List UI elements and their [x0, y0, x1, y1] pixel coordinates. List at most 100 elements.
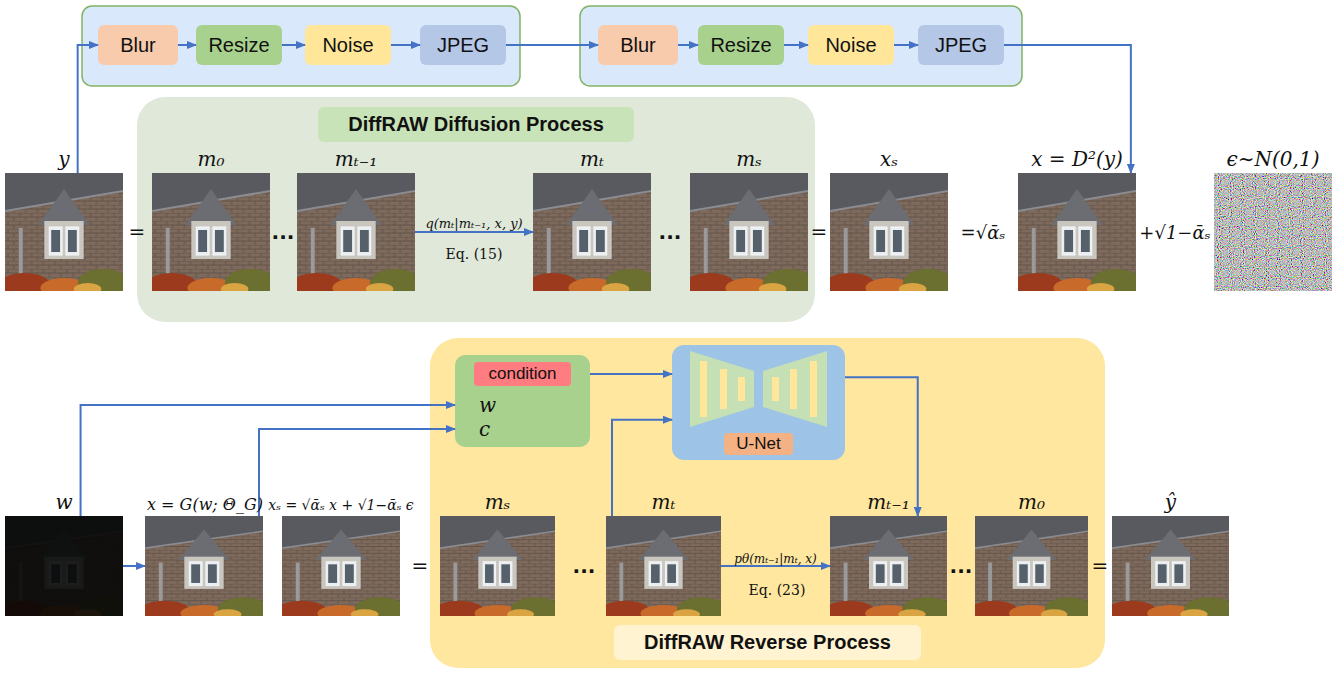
- free-label: =: [1092, 554, 1109, 578]
- degradation-group: [82, 6, 520, 86]
- degradation-group: [580, 6, 1022, 86]
- process-box: Resize: [698, 25, 784, 65]
- free-label-wrap: ...: [573, 554, 596, 578]
- image-tile: x = G(w; Θ_G): [145, 516, 263, 616]
- photo-image: [5, 516, 123, 616]
- image-label-wrap: y: [0, 148, 193, 173]
- condition-tag: condition: [474, 362, 570, 386]
- image-tile: y: [5, 173, 123, 291]
- layer-bar: [772, 377, 779, 401]
- photo-image: [606, 516, 721, 616]
- free-label-wrap: Eq. (15): [446, 244, 503, 263]
- image-label-wrap: ϵ∼N(0,1): [1144, 148, 1337, 173]
- image-label: y: [58, 147, 69, 171]
- free-label: =: [811, 220, 828, 244]
- layer-bar: [790, 369, 797, 409]
- box-label: Noise: [825, 34, 876, 57]
- image-tile: ϵ∼N(0,1): [1214, 173, 1332, 291]
- box-label: JPEG: [437, 34, 489, 57]
- photo-content: [830, 516, 947, 616]
- box-label: Blur: [620, 34, 656, 57]
- connector-arrow: [721, 565, 830, 567]
- photo-image: [830, 516, 947, 616]
- image-label-wrap: mₜ₋₁: [760, 491, 1017, 516]
- image-label-wrap: x = D²(y): [948, 148, 1206, 173]
- box-label: Resize: [710, 34, 771, 57]
- process-panel: DiffRAW Reverse Process conditionwcU-Net m…: [430, 338, 1105, 668]
- free-label-wrap: =√ᾱₛ: [961, 222, 1006, 243]
- photo-image: [1112, 516, 1229, 616]
- free-label-wrap: =: [412, 554, 429, 578]
- image-label: m₀: [1018, 490, 1045, 514]
- dark-overlay: [5, 516, 123, 616]
- free-label-wrap: =: [1092, 554, 1109, 578]
- noise-image: [1214, 173, 1332, 291]
- image-label: m₀: [198, 147, 225, 171]
- photo-content: [975, 516, 1088, 616]
- photo-content: [145, 516, 263, 616]
- unet-tag: U-Net: [724, 433, 792, 455]
- edge-label: q(mₜ|mₜ₋₁, x, y): [425, 216, 522, 231]
- image-tile: mₛ: [440, 516, 555, 616]
- photo-content: [1214, 173, 1332, 291]
- edge-label-wrap: pθ(mₜ₋₁|mₜ, x): [734, 548, 817, 567]
- photo-image: [690, 173, 808, 291]
- condition-input: c: [479, 417, 490, 441]
- connector-arrow: [678, 44, 698, 46]
- layer-bar: [720, 369, 727, 409]
- image-label: xₛ: [880, 147, 898, 171]
- condition-text-wrap: c: [479, 417, 590, 441]
- image-label: x = D²(y): [1031, 147, 1123, 171]
- connector-arrow: [178, 44, 196, 46]
- edge-label: pθ(mₜ₋₁|mₜ, x): [734, 552, 817, 566]
- photo-content: [152, 173, 270, 291]
- free-label: =: [412, 554, 429, 578]
- free-label-wrap: ...: [272, 220, 295, 244]
- image-label-wrap: xₛ: [760, 148, 1018, 173]
- image-tile: m₀: [975, 516, 1088, 616]
- free-label-wrap: Eq. (23): [749, 580, 806, 599]
- image-label: w: [55, 490, 72, 514]
- image-tile: mₜ: [533, 173, 651, 291]
- photo-image: [145, 516, 263, 616]
- connector-arrow: [845, 377, 918, 516]
- box-label: Noise: [322, 34, 373, 57]
- photo-content: [1018, 173, 1136, 291]
- free-label: ...: [272, 220, 295, 244]
- image-tile: w: [5, 516, 123, 616]
- photo-image: [5, 173, 123, 291]
- condition-box: conditionwc: [455, 355, 590, 447]
- photo-image: [440, 516, 555, 616]
- layer-bar: [810, 361, 817, 417]
- free-label-wrap: =: [811, 220, 828, 244]
- image-label: mₜ₋₁: [335, 147, 377, 171]
- box-label: JPEG: [935, 34, 987, 57]
- image-tile: mₜ₋₁: [830, 516, 947, 616]
- image-label-wrap: ŷ: [1042, 491, 1299, 516]
- connector-arrow: [415, 231, 533, 233]
- photo-content: [5, 173, 123, 291]
- photo-content: [297, 173, 415, 291]
- image-tile: m₀: [152, 173, 270, 291]
- box-label: Blur: [120, 34, 156, 57]
- panel-title: DiffRAW Reverse Process: [614, 625, 921, 660]
- free-label: Eq. (15): [446, 246, 503, 262]
- free-label-wrap: =: [129, 220, 146, 244]
- condition-text-wrap: condition: [455, 362, 590, 386]
- process-panel: DiffRAW Diffusion Processm₀mₜ₋₁mₜmₛ: [137, 97, 815, 322]
- photo-image: [533, 173, 651, 291]
- connector-arrow: [123, 565, 145, 567]
- box-label: Resize: [208, 34, 269, 57]
- panel-title-wrap: DiffRAW Reverse Process: [430, 625, 1105, 660]
- connector-arrow: [894, 44, 918, 46]
- process-box: Resize: [196, 25, 282, 65]
- connector-arrow: [259, 429, 455, 516]
- image-label: mₛ: [485, 490, 511, 514]
- photo-content: [690, 173, 808, 291]
- photo-image: [282, 516, 400, 616]
- image-tile: mₛ: [690, 173, 808, 291]
- free-label-wrap: ...: [950, 554, 973, 578]
- image-label: mₜ₋₁: [867, 490, 909, 514]
- image-tile: xₛ: [830, 173, 948, 291]
